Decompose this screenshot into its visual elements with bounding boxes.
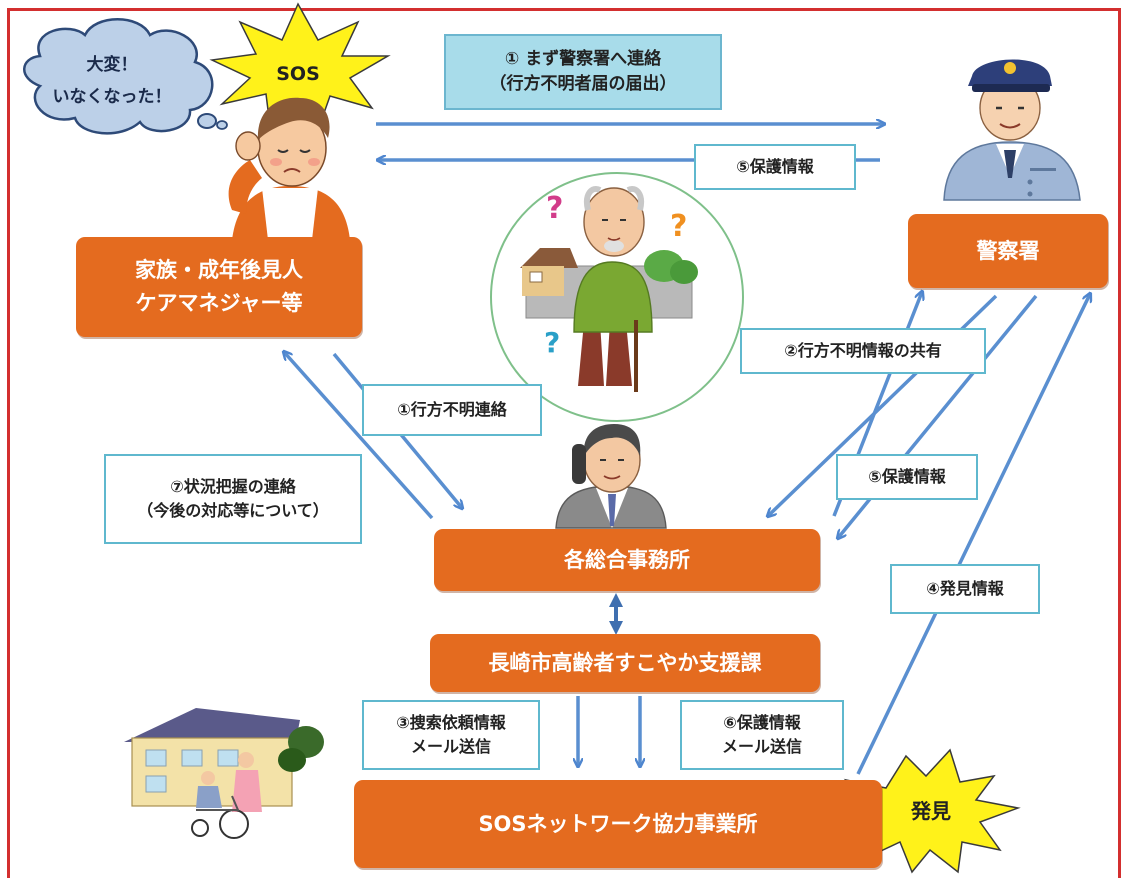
confused-elder-icon: ? ? ?	[490, 172, 744, 422]
step3-line1: ③捜索依頼情報	[396, 713, 506, 732]
family-line1: 家族・成年後見人	[135, 258, 303, 283]
step2-label: ②行方不明情報の共有	[740, 328, 986, 374]
step7-line2: （今後の対応等について）	[137, 501, 329, 520]
thought-bubble	[23, 18, 228, 135]
step7-label: ⑦状況把握の連絡 （今後の対応等について）	[104, 454, 362, 544]
svg-text:?: ?	[670, 209, 687, 244]
family-node: 家族・成年後見人 ケアマネジャー等	[76, 237, 362, 337]
step1-police-line1: ① まず警察署へ連絡	[504, 49, 662, 70]
bubble-line1: 大変！	[87, 54, 138, 75]
step6-line2: メール送信	[721, 737, 802, 756]
police-label: 警察署	[976, 238, 1040, 263]
care-home-icon	[124, 708, 324, 839]
step4-text: ④発見情報	[926, 579, 1004, 598]
found-text: 発見	[910, 799, 951, 823]
step6-label: ⑥保護情報 メール送信	[680, 700, 844, 770]
sos-text: SOS	[276, 63, 320, 85]
step1-missing-text: ①行方不明連絡	[397, 400, 507, 419]
step1-police-line2: （行方不明者届の届出）	[489, 74, 677, 94]
step1-police-label: ① まず警察署へ連絡 （行方不明者届の届出）	[444, 34, 722, 110]
police-node: 警察署	[908, 214, 1108, 288]
step6-line1: ⑥保護情報	[723, 713, 801, 732]
step1-missing-label: ①行方不明連絡	[362, 384, 542, 436]
office-node: 各総合事務所	[434, 529, 820, 591]
worried-woman-icon	[228, 97, 350, 240]
step5-top-label: ⑤保護情報	[694, 144, 856, 190]
step7-line1: ⑦状況把握の連絡	[170, 477, 296, 496]
family-line2: ケアマネジャー等	[135, 291, 303, 315]
step5-mid-label: ⑤保護情報	[836, 454, 978, 500]
network-node: SOSネットワーク協力事業所	[354, 780, 882, 868]
red-frame	[7, 8, 1121, 878]
svg-text:?: ?	[544, 326, 560, 359]
step5-mid-text: ⑤保護情報	[868, 467, 946, 486]
division-node: 長崎市高齢者すこやか支援課	[430, 634, 820, 692]
svg-text:?: ?	[546, 191, 563, 226]
office-label: 各総合事務所	[564, 547, 690, 572]
phone-staff-icon	[555, 424, 667, 529]
network-label: SOSネットワーク協力事業所	[478, 811, 758, 836]
step2-text: ②行方不明情報の共有	[784, 341, 942, 360]
bubble-line2: いなくなった！	[53, 87, 172, 107]
division-label: 長崎市高齢者すこやか支援課	[488, 650, 762, 675]
step4-label: ④発見情報	[890, 564, 1040, 614]
step3-line2: メール送信	[410, 737, 491, 756]
step3-label: ③捜索依頼情報 メール送信	[362, 700, 540, 770]
police-officer-icon	[943, 59, 1081, 201]
step5-top-text: ⑤保護情報	[736, 157, 814, 176]
